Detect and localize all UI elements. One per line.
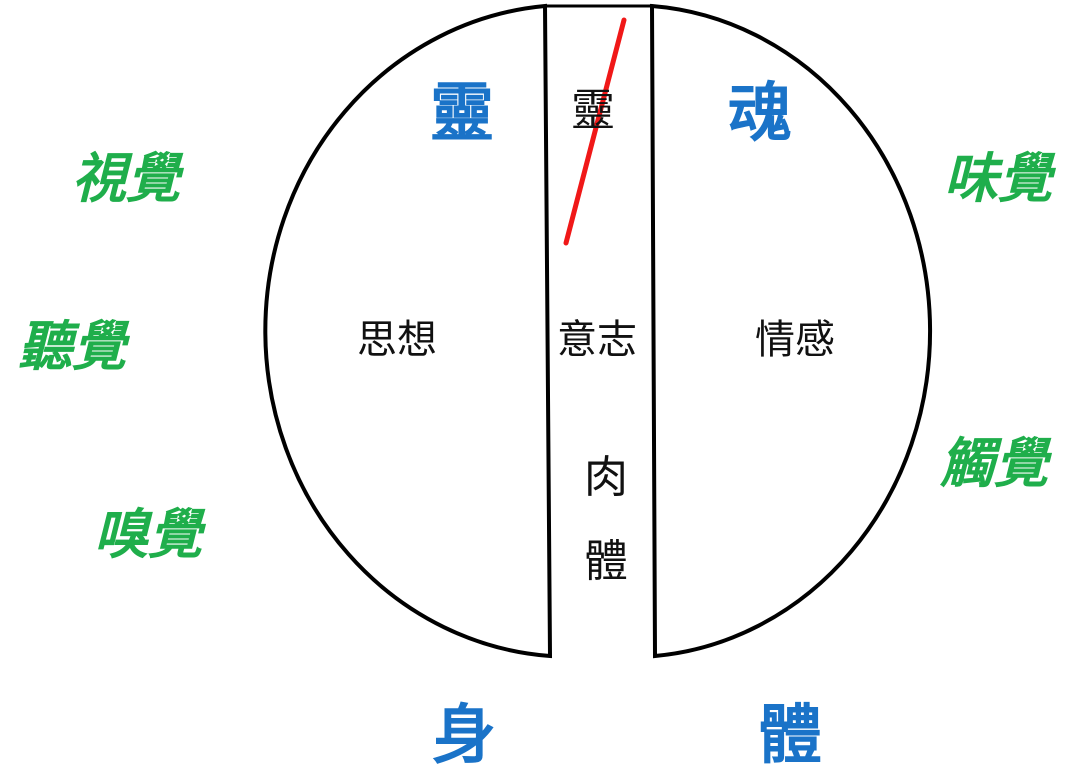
sense-taste-label: 味覺 [944,147,1052,210]
body-left-label: 身 [432,699,496,773]
strike-line [563,17,627,246]
body-right-label: 體 [758,699,822,773]
emotion-label: 情感 [755,317,835,363]
spirit-center-label: 靈 [571,85,615,136]
right-half-circle [649,3,933,659]
spirit-left-label: 靈 [430,77,494,151]
will-label: 意志 [557,317,637,363]
flesh-top-label: 肉 [584,452,628,503]
flesh-bottom-label: 體 [584,536,628,587]
sense-sight-label: 視覺 [72,147,180,210]
spirit-right-label: 魂 [728,77,792,151]
sense-hearing-label: 聽覺 [18,315,126,378]
mind-label: 思想 [357,317,437,363]
sense-smell-label: 嗅覺 [94,503,202,566]
left-half-circle [263,3,553,659]
sense-touch-label: 觸覺 [940,432,1048,495]
